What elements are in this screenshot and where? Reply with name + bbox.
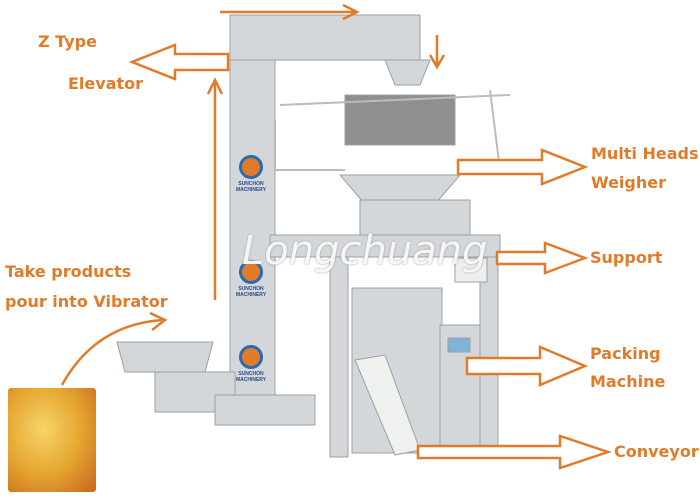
support-platform [269, 234, 501, 258]
label-support: Support [590, 248, 663, 267]
arrow-right-icon [465, 345, 589, 387]
arrow-down-icon [428, 35, 446, 70]
label-conveyor: Conveyor [614, 442, 699, 461]
potato-chips-photo [8, 388, 96, 492]
elevator-top [229, 14, 421, 61]
control-panel [454, 257, 488, 283]
annotation-arrows [60, 3, 612, 470]
weigher-heads [344, 94, 456, 146]
support-leg-left [329, 256, 349, 458]
watermark: Longchuang [242, 228, 488, 274]
label-take-products: Take products [5, 262, 132, 281]
label-multi-heads: Multi Heads [591, 144, 699, 163]
arrow-left-icon [128, 43, 230, 81]
arrow-right-icon [495, 241, 589, 275]
label-z-type: Z Type [38, 32, 97, 51]
weigher-body [359, 199, 471, 241]
label-packing: Packing [590, 344, 661, 363]
arrow-up-icon [206, 77, 224, 300]
arrow-right-icon [416, 434, 612, 470]
arrow-right-icon [220, 3, 360, 21]
label-machine: Machine [590, 372, 666, 391]
vibrator [116, 341, 214, 373]
arrow-right-icon [456, 148, 589, 186]
elevator-hopper [384, 59, 431, 86]
label-weigher: Weigher [591, 173, 666, 192]
label-pour-into-vibrator: pour into Vibrator [5, 292, 168, 311]
curved-arrow-icon [60, 311, 168, 386]
label-elevator: Elevator [68, 74, 144, 93]
